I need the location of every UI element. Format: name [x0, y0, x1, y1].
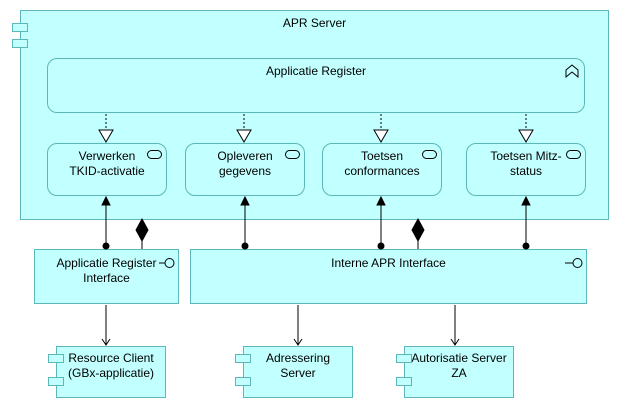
service-label: Verwerken TKID-activatie	[69, 149, 145, 178]
service-icon	[147, 150, 162, 159]
service-icon	[422, 150, 437, 159]
applicatie-register-interface[interactable]: Applicatie Register Interface	[34, 249, 179, 304]
component-icon	[12, 39, 28, 48]
component-label: Resource Client (GBx-applicatie)	[67, 351, 155, 380]
composition-connector	[411, 217, 425, 249]
autorisatie-server-component[interactable]: Autorisatie Server ZA	[404, 346, 514, 398]
interface-icon	[159, 258, 175, 268]
service-label: Opleveren gegevens	[217, 149, 273, 178]
component-icon	[396, 354, 412, 363]
component-icon	[48, 377, 64, 386]
service-toetsen-conformances[interactable]: Toetsen conformances	[322, 143, 442, 196]
adressering-server-component[interactable]: Adressering Server	[243, 346, 353, 398]
interne-apr-interface[interactable]: Interne APR Interface	[190, 249, 587, 304]
applicatie-register-title: Applicatie Register	[265, 64, 367, 78]
component-icon	[12, 23, 28, 32]
serving-connector	[101, 305, 111, 346]
serving-connector	[450, 305, 460, 346]
service-toetsen-mitz-status[interactable]: Toetsen Mitz- status	[466, 143, 586, 196]
component-icon	[235, 377, 251, 386]
component-label: Autorisatie Server ZA	[411, 351, 507, 380]
component-label: Adressering Server	[265, 351, 331, 380]
service-opleveren-gegevens[interactable]: Opleveren gegevens	[185, 143, 305, 196]
service-label: Toetsen Mitz- status	[490, 149, 562, 178]
component-icon	[396, 377, 412, 386]
function-icon	[565, 64, 579, 78]
apr-server-title: APR Server	[282, 16, 347, 30]
service-label: Toetsen conformances	[344, 149, 420, 178]
service-icon	[285, 150, 300, 159]
component-icon	[48, 354, 64, 363]
interface-label: Interne APR Interface	[331, 256, 446, 270]
interface-icon	[565, 258, 583, 268]
composition-connector	[135, 217, 149, 249]
interface-label: Applicatie Register Interface	[56, 256, 157, 285]
resource-client-component[interactable]: Resource Client (GBx-applicatie)	[56, 346, 166, 398]
component-icon	[235, 354, 251, 363]
service-icon	[566, 150, 581, 159]
serving-connector	[293, 305, 303, 346]
applicatie-register-function[interactable]: Applicatie Register	[47, 58, 585, 113]
service-verwerken-tkid[interactable]: Verwerken TKID-activatie	[47, 143, 167, 196]
